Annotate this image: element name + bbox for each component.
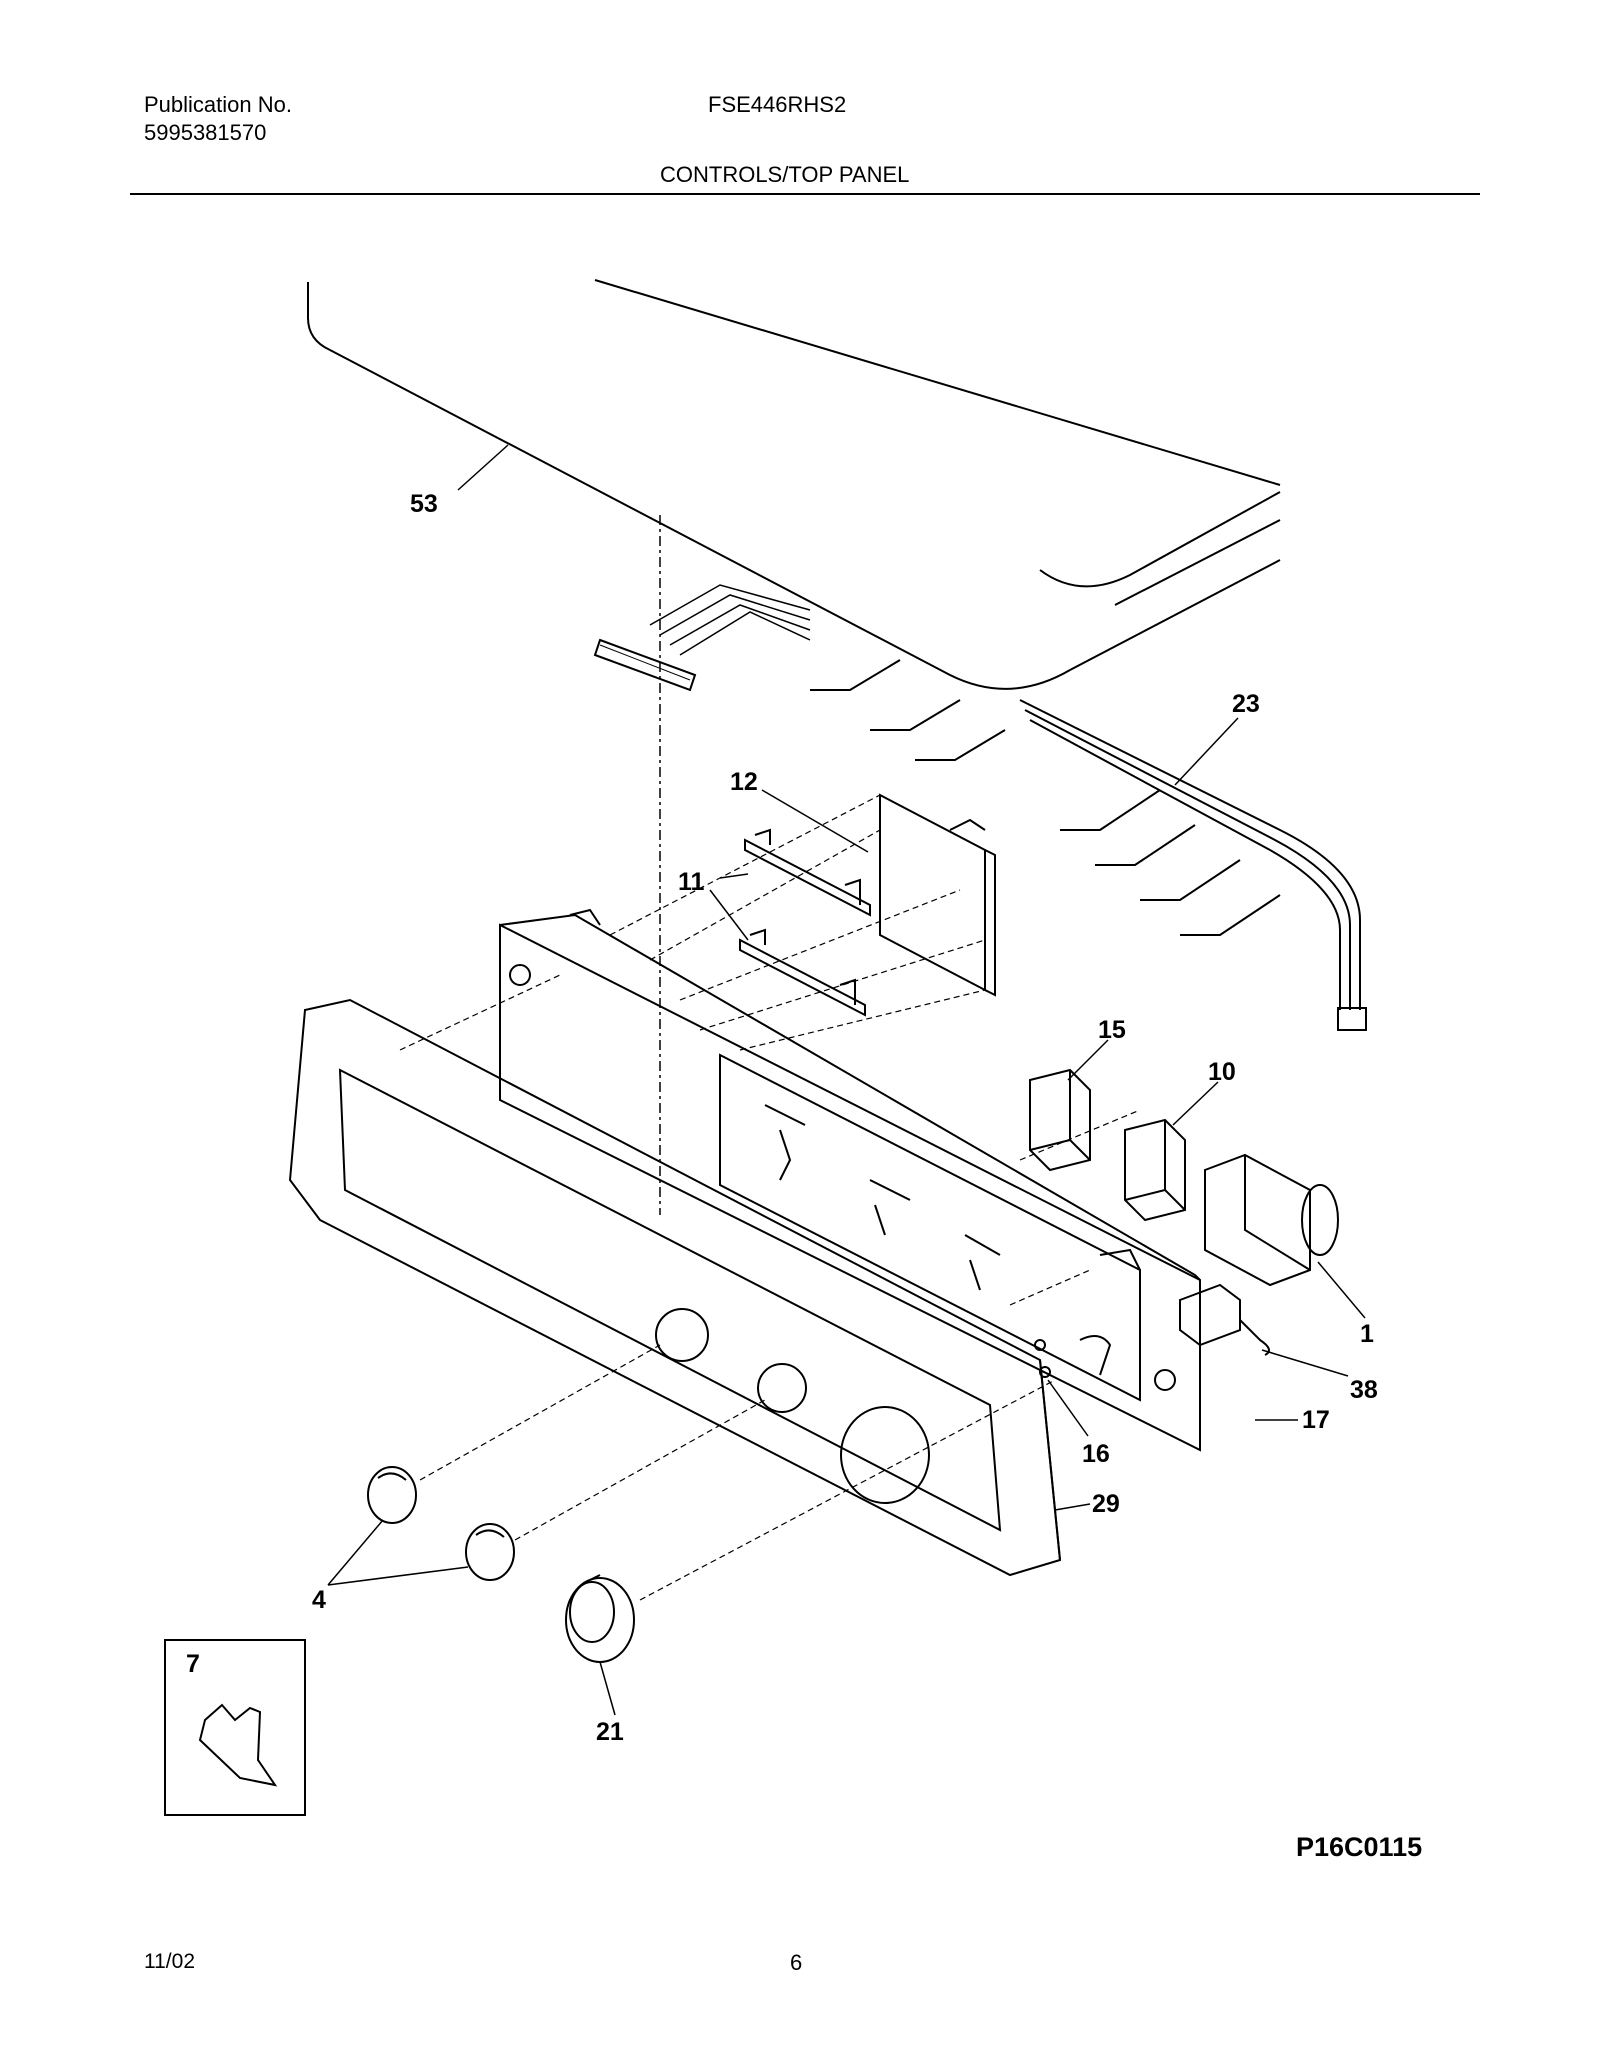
control-board-part (879, 793, 996, 997)
callout-29: 29 (1092, 1490, 1120, 1518)
board-bracket-bottom (739, 928, 866, 1017)
model-number: FSE446RHS2 (708, 92, 847, 117)
section-title: CONTROLS/TOP PANEL (660, 162, 910, 187)
page-number: 6 (790, 1950, 803, 1975)
timer-bracket-part (1179, 1283, 1270, 1356)
callout-7: 7 (186, 1650, 200, 1678)
knob-large (565, 1574, 635, 1663)
knob-small-bottom (465, 1523, 515, 1581)
callout-23: 23 (1232, 690, 1260, 718)
front-console-part (288, 998, 1062, 1577)
wire-terminals-upper (810, 659, 1006, 761)
callout-10: 10 (1208, 1058, 1236, 1086)
callout-15: 15 (1098, 1016, 1126, 1044)
header-rule (130, 193, 1480, 195)
leader-lines (327, 444, 1366, 1716)
wire-harness-part (1019, 699, 1367, 1031)
switch-10-part (1124, 1118, 1186, 1222)
publication-number: 5995381570 (144, 120, 267, 145)
callout-53: 53 (410, 490, 438, 518)
diagram-code: P16C0115 (1296, 1832, 1423, 1862)
callout-21: 21 (596, 1718, 624, 1746)
callout-11: 11 (678, 868, 705, 896)
top-panel-part (307, 279, 1281, 690)
timer-part (1204, 1153, 1339, 1287)
callout-1: 1 (1360, 1320, 1374, 1348)
part-16 (1034, 1339, 1051, 1378)
callout-12: 12 (730, 768, 758, 796)
inset-box-7 (164, 1639, 306, 1816)
callout-16: 16 (1082, 1440, 1110, 1468)
harness-connector (593, 584, 811, 692)
board-bracket-top (744, 828, 871, 917)
control-panel-back-part (499, 908, 1298, 1452)
callout-17: 17 (1302, 1406, 1330, 1434)
knob-small-top (367, 1466, 417, 1524)
callout-4: 4 (312, 1586, 326, 1614)
switch-15-part (1029, 1068, 1091, 1172)
callout-38: 38 (1350, 1376, 1378, 1404)
footer-date: 11/02 (144, 1950, 195, 1973)
publication-label: Publication No. (144, 92, 292, 117)
